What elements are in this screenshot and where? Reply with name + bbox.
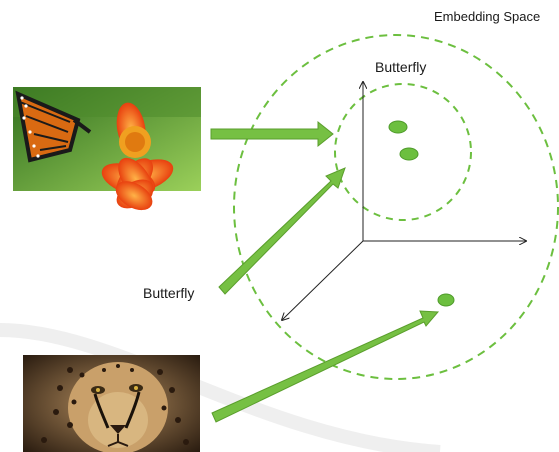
embedding-space-title: Embedding Space: [434, 9, 540, 24]
butterfly-image: [13, 87, 201, 216]
embedding-space-boundary: [234, 35, 558, 379]
axis-z: [282, 241, 363, 320]
embedding-point-cheetah: [438, 294, 454, 306]
arrow-butterfly-text: [219, 168, 345, 294]
cheetah-image: [23, 355, 200, 452]
embedding-point-butterfly-2: [400, 148, 418, 160]
arrow-cheetah-image: [212, 311, 438, 422]
text-input-label: Butterfly: [143, 285, 194, 301]
butterfly-cluster-label: Butterfly: [375, 59, 426, 75]
arrow-butterfly-image: [211, 122, 333, 146]
embedding-point-butterfly-1: [389, 121, 407, 133]
